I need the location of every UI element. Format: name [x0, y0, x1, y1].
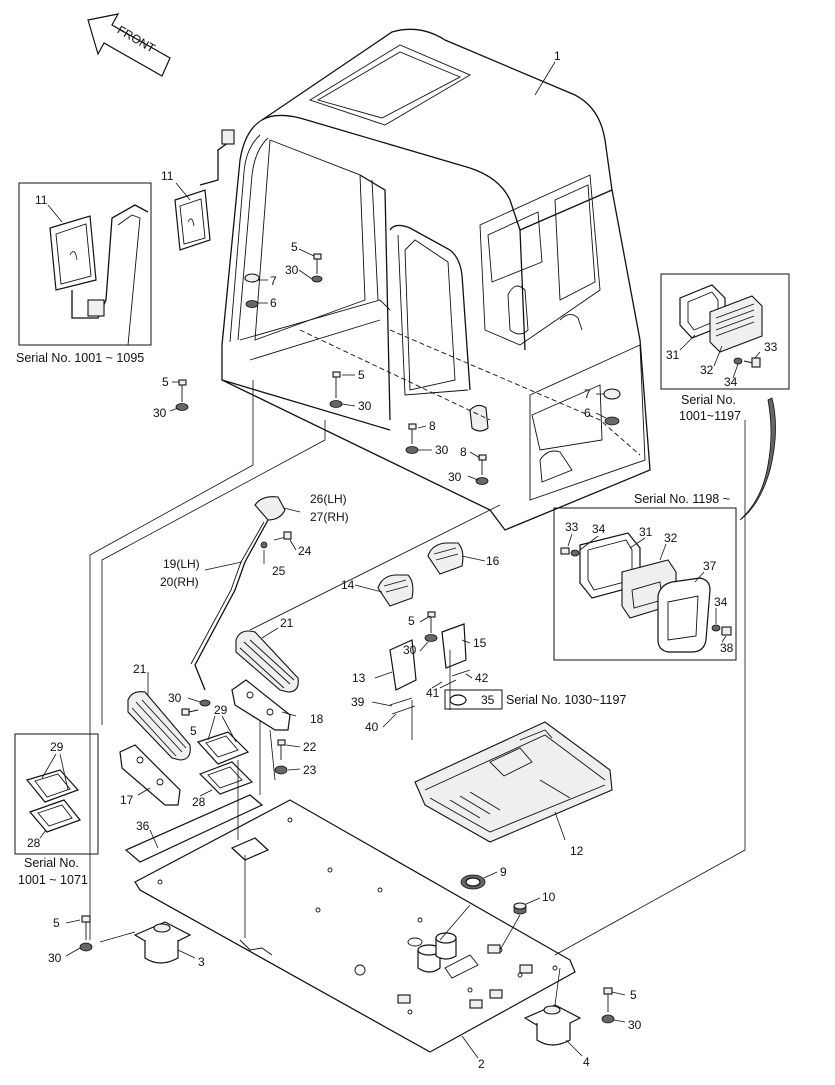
part-label-6-b: 6: [584, 406, 591, 420]
caption-vent-old-serial: Serial No.: [681, 393, 736, 407]
part-label-17: 17: [120, 793, 134, 807]
part-label-18: 18: [310, 712, 324, 726]
part-label-20: 20(RH): [160, 575, 199, 589]
part-labels: 1 11 11 5 30 7 6 5 30 5 30 8 30 8 30 7 6…: [27, 49, 778, 1071]
mirror-inset: [18, 182, 152, 346]
part-label-15: 15: [473, 636, 487, 650]
part-label-19: 19(LH): [163, 557, 200, 571]
pedal-group: [119, 496, 299, 806]
part-label-34-a: 34: [724, 375, 738, 389]
part-label-1: 1: [554, 49, 561, 63]
part-label-30-c: 30: [358, 399, 372, 413]
part-label-32-a: 32: [700, 363, 714, 377]
part-label-30-e: 30: [448, 470, 462, 484]
part-label-12: 12: [570, 844, 584, 858]
part-label-34-b: 34: [592, 522, 606, 536]
caption-part35-serial: Serial No. 1030~1197: [506, 693, 626, 707]
mount-part-4: [523, 987, 615, 1046]
assembly-lines: [89, 380, 746, 1006]
part-label-33-b: 33: [565, 520, 579, 534]
part-label-8-a: 8: [429, 419, 436, 433]
part-label-33-a: 33: [764, 340, 778, 354]
part-label-5-f: 5: [53, 916, 60, 930]
part-label-25: 25: [272, 564, 286, 578]
front-arrow-icon: FRONT: [87, 13, 171, 77]
part-label-30-h: 30: [48, 951, 62, 965]
part-label-38: 38: [720, 641, 734, 655]
part-label-22: 22: [303, 740, 317, 754]
part-label-5-c: 5: [358, 368, 365, 382]
part-label-31-b: 31: [639, 525, 653, 539]
part-label-28-a: 28: [192, 795, 206, 809]
part-label-21-a: 21: [280, 616, 294, 630]
part-label-28-b: 28: [27, 836, 41, 850]
part-label-11-inset: 11: [35, 193, 48, 207]
part-label-30-b: 30: [153, 406, 167, 420]
mirror-part-11: [174, 189, 211, 251]
vent-inset-old: [660, 273, 790, 390]
cab-hardware: [175, 253, 621, 485]
caption-plate-range: 1001 ~ 1071: [18, 873, 88, 887]
part-label-30-d: 30: [435, 443, 449, 457]
connector-arrow-icon: [739, 397, 776, 521]
vent-inset-new: [553, 507, 737, 661]
part-label-35: 35: [481, 693, 495, 707]
part-label-13: 13: [352, 671, 366, 685]
caption-vent-old-range: 1001~1197: [679, 409, 741, 423]
part-label-7-a: 7: [270, 274, 277, 288]
part-label-36: 36: [136, 819, 150, 833]
part-label-23: 23: [303, 763, 317, 777]
part-label-14: 14: [341, 578, 355, 592]
part-label-5-d: 5: [190, 724, 197, 738]
caption-vent-new-serial: Serial No. 1198 ~: [634, 492, 730, 506]
part-label-30-g: 30: [403, 643, 417, 657]
cab-assembly: [199, 28, 651, 531]
part-label-26: 26(LH): [310, 492, 347, 506]
mount-part-3: [79, 915, 192, 964]
caption-plate-serial: Serial No.: [24, 856, 79, 870]
part-label-29-b: 29: [50, 740, 64, 754]
part-label-11: 11: [161, 169, 174, 183]
part-label-39: 39: [351, 695, 365, 709]
part-label-16: 16: [486, 554, 500, 568]
part-label-31-a: 31: [666, 348, 680, 362]
part-label-8-b: 8: [460, 445, 467, 459]
part-label-5-g: 5: [630, 988, 637, 1002]
captions: Serial No. 1001 ~ 1095 Serial No. 1001~1…: [16, 351, 741, 887]
part-label-3: 3: [198, 955, 205, 969]
part-label-7-b: 7: [584, 387, 591, 401]
travel-pedal-group: [377, 542, 471, 715]
part-label-5-b: 5: [162, 375, 169, 389]
part-label-10: 10: [542, 890, 556, 904]
floor-mat-part-12: [414, 721, 613, 843]
part-label-21-b: 21: [133, 662, 147, 676]
part-label-27: 27(RH): [310, 510, 349, 524]
part-label-5-a: 5: [291, 240, 298, 254]
part-label-5-e: 5: [408, 614, 415, 628]
part-label-30-f: 30: [168, 691, 182, 705]
part-label-42: 42: [475, 671, 489, 685]
caption-mirror-serial: Serial No. 1001 ~ 1095: [16, 351, 144, 365]
part-label-4: 4: [583, 1055, 590, 1069]
part-label-30-i: 30: [628, 1018, 642, 1032]
part35-note-box: [444, 689, 503, 710]
part-label-34-c: 34: [714, 595, 728, 609]
part-label-41: 41: [426, 686, 440, 700]
part-label-29-a: 29: [214, 703, 228, 717]
part-label-24: 24: [298, 544, 312, 558]
part-label-30-a: 30: [285, 263, 299, 277]
part-label-40: 40: [365, 720, 379, 734]
leader-lines: [39, 61, 761, 1059]
part-label-37: 37: [703, 559, 717, 573]
part-label-6-a: 6: [270, 296, 277, 310]
part-label-32-b: 32: [664, 531, 678, 545]
part-label-2: 2: [478, 1057, 485, 1071]
part-label-9: 9: [500, 865, 507, 879]
